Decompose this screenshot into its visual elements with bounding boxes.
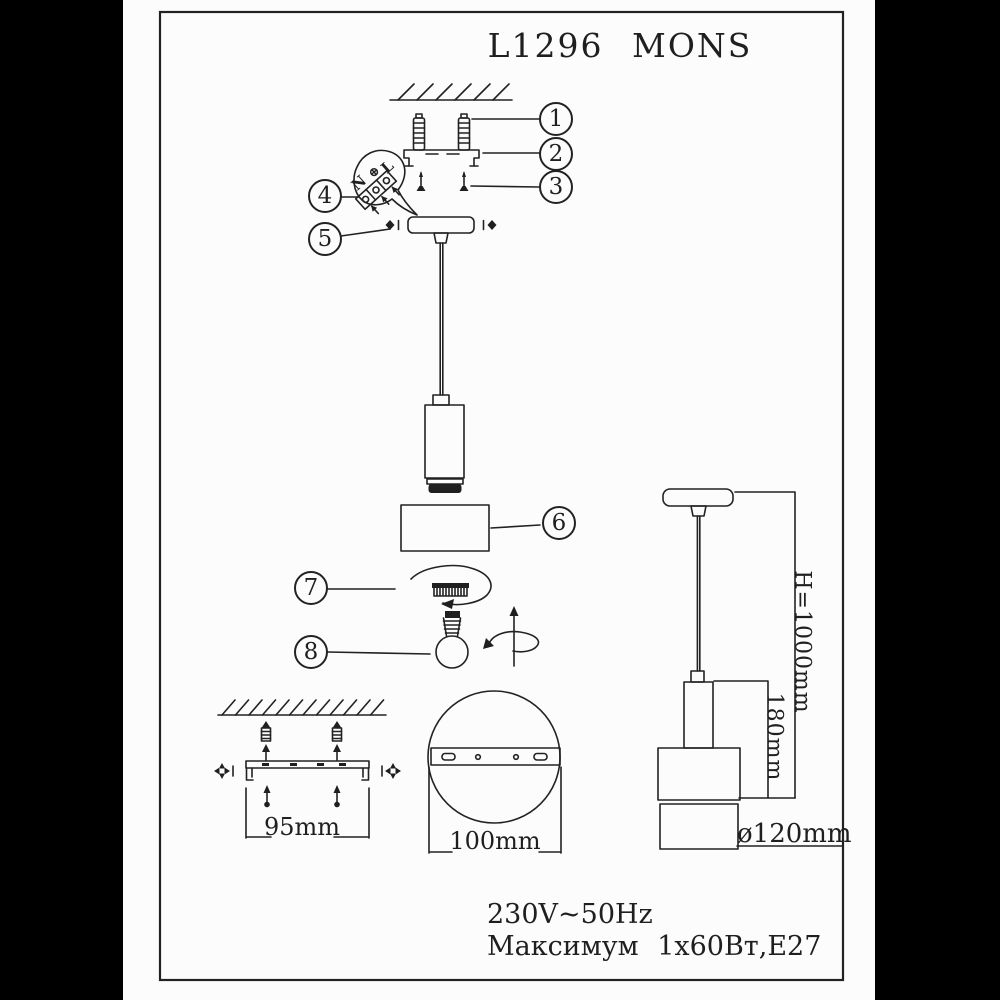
rotation-axis-icon <box>483 606 540 667</box>
leader-line-5 <box>340 228 391 237</box>
mounting-bracket-icon <box>245 760 370 781</box>
callout-6-label: 6 <box>551 510 567 536</box>
screw-icon <box>263 785 341 808</box>
suspension-wire <box>439 242 444 396</box>
callout-1: 1 <box>539 102 573 136</box>
ceiling-hatch-icon <box>389 83 513 101</box>
side-screw-icon <box>214 763 401 779</box>
callout-7: 7 <box>294 571 328 605</box>
socket-tube-icon <box>683 681 714 749</box>
callout-2-label: 2 <box>548 141 564 167</box>
ceiling-hatch-icon <box>217 699 387 716</box>
dimension-95mm: 95mm <box>263 813 341 841</box>
spec-block: 230V~50Hz Максимум 1x60Вт,E27 <box>487 899 821 963</box>
callout-2: 2 <box>539 137 573 171</box>
leader-line-8 <box>327 651 431 655</box>
shade-upper-icon <box>657 747 741 801</box>
canopy-icon <box>385 216 497 244</box>
dimension-h1000mm: H=1000mm <box>789 570 815 714</box>
spec-voltage: 230V~50Hz <box>487 899 653 930</box>
bracket-mounting-diagram <box>214 699 401 839</box>
canopy-icon <box>662 488 734 507</box>
retaining-ring-icon <box>410 564 492 609</box>
terminal-block-icon <box>354 169 400 215</box>
dimension-180mm: 180mm <box>761 692 787 782</box>
screw-icon <box>416 171 469 191</box>
bracket-bar-icon <box>430 747 561 766</box>
page-frame <box>158 10 845 982</box>
callout-6: 6 <box>542 506 576 540</box>
dimension-o120mm: ø120mm <box>737 819 852 849</box>
dimension-line-100mm <box>428 766 562 854</box>
spec-max-power: Максимум 1x60Вт,E27 <box>487 931 822 962</box>
canopy-bottom-view <box>427 690 562 854</box>
shade-lower-icon <box>659 803 739 850</box>
dimension-100mm: 100mm <box>449 827 541 855</box>
callout-1-label: 1 <box>548 106 564 132</box>
callout-8: 8 <box>294 635 328 669</box>
shade-part-icon <box>400 504 490 552</box>
callout-3: 3 <box>539 170 573 204</box>
callout-5-label: 5 <box>317 226 333 252</box>
callout-3-label: 3 <box>548 174 564 200</box>
wall-anchor-icon <box>412 113 471 151</box>
lamp-socket-icon <box>424 394 465 493</box>
mounting-bracket-icon <box>403 149 480 167</box>
rotation-arrow-icon <box>410 564 492 606</box>
leader-line-3 <box>470 185 540 188</box>
terminal-detail-balloon <box>353 149 418 216</box>
wall-anchor-icon <box>260 721 343 761</box>
dimension-drawing <box>657 488 843 850</box>
callout-8-label: 8 <box>303 639 319 665</box>
page-title: L1296 MONS <box>487 26 753 65</box>
callout-4: 4 <box>308 179 342 213</box>
bulb-icon <box>435 611 469 669</box>
callout-7-label: 7 <box>303 575 319 601</box>
paper-sheet <box>123 0 875 1000</box>
dimension-line-95mm <box>245 787 370 839</box>
leader-line-6 <box>490 524 541 529</box>
dimension-lines <box>713 491 843 847</box>
top-assembly-diagram <box>340 83 540 493</box>
suspension-wire <box>696 515 701 672</box>
callout-5: 5 <box>308 222 342 256</box>
callout-4-label: 4 <box>317 183 333 209</box>
